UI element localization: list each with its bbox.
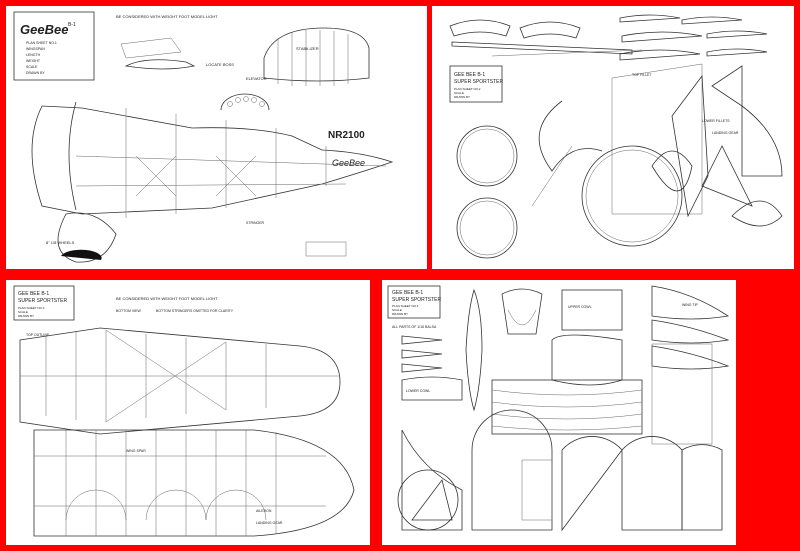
title-line: PLAN SHEET NO.1 bbox=[26, 41, 57, 45]
note: UPPER COWL bbox=[568, 305, 592, 309]
former bbox=[456, 125, 518, 187]
title-line: SCALE bbox=[18, 310, 28, 314]
title-block bbox=[13, 285, 75, 321]
label: WING SPAR bbox=[126, 449, 146, 453]
title-line: DRAWN BY bbox=[18, 314, 34, 318]
title-block bbox=[13, 11, 95, 81]
plan-sheet-3: GEE BEE B-1 SUPER SPORTSTER PLAN SHEET N… bbox=[6, 280, 370, 545]
label: ELEVATOR bbox=[246, 76, 267, 81]
tire bbox=[61, 249, 102, 260]
wood-sheet bbox=[491, 379, 643, 435]
wing-plan: WING SPAR AILERON LANDING GEAR bbox=[33, 429, 355, 537]
title-line: DRAWN BY bbox=[454, 95, 470, 99]
title-line: SCALE bbox=[454, 91, 464, 95]
fuselage-script: GeeBee bbox=[332, 158, 365, 168]
subtitle: SUPER SPORTSTER bbox=[392, 297, 441, 303]
logo-sub: B-1 bbox=[68, 22, 76, 28]
logo: GeeBee bbox=[20, 22, 68, 37]
title-block bbox=[387, 285, 441, 319]
note: WING TIP bbox=[682, 303, 699, 307]
note: ALL PARTS OF 1/16 BALSA bbox=[392, 325, 437, 329]
note: LOWER FILLETS bbox=[702, 119, 730, 123]
sub-note: BOTTOM STRINGERS OMITTED FOR CLARITY bbox=[156, 309, 234, 313]
top-note: BE CONSIDERED WITH WEIGHT FOOT MODEL LIG… bbox=[116, 14, 218, 19]
title-line: DRAWN BY bbox=[392, 312, 408, 316]
label: LOCATE BOSS bbox=[206, 62, 234, 67]
plan-sheet-4: GEE BEE B-1 SUPER SPORTSTER PLAN SHEET N… bbox=[382, 280, 736, 545]
title: GEE BEE B-1 bbox=[18, 291, 49, 297]
fuselage-top-view: TOP OUTLINE bbox=[19, 327, 341, 435]
label: AILERON bbox=[256, 509, 272, 513]
subtitle: SUPER SPORTSTER bbox=[18, 298, 67, 304]
title-block bbox=[449, 65, 503, 103]
note: LANDING GEAR bbox=[712, 131, 739, 135]
title-line: PLAN SHEET NO.4 bbox=[392, 304, 419, 308]
title-line: WEIGHT bbox=[26, 59, 41, 63]
note: TOP FILLET bbox=[632, 73, 652, 77]
wheel-note: 8" 1/8 WHEELS bbox=[46, 240, 75, 245]
label: TOP OUTLINE bbox=[26, 333, 50, 337]
title-line: SCALE bbox=[26, 65, 38, 69]
top-note: BE CONSIDERED WITH WEIGHT FOOT MODEL LIG… bbox=[116, 296, 218, 301]
plan-sheet-1: GeeBee B-1 PLAN SHEET NO.1 WINGSPAN LENG… bbox=[6, 6, 427, 269]
title: GEE BEE B-1 bbox=[454, 72, 485, 78]
former bbox=[456, 197, 518, 259]
label: LANDING GEAR bbox=[256, 521, 283, 525]
vertical-fin: STABILIZER bbox=[263, 27, 370, 86]
note: LOWER COWL bbox=[406, 389, 430, 393]
cowl-ring bbox=[581, 145, 683, 247]
fuselage-side-view: NR2100 GeeBee STRINGER bbox=[31, 101, 394, 225]
title-line: WINGSPAN bbox=[26, 47, 45, 51]
title-line: LENGTH bbox=[26, 53, 41, 57]
title-line: PLAN SHEET NO.3 bbox=[18, 306, 45, 310]
title: GEE BEE B-1 bbox=[392, 290, 423, 296]
title-line: DRAWN BY bbox=[26, 71, 45, 75]
title-line: SCALE bbox=[392, 308, 402, 312]
title-line: PLAN SHEET NO.2 bbox=[454, 87, 481, 91]
label: STRINGER bbox=[246, 221, 265, 225]
sub-note: BOTTOM VIEW bbox=[116, 309, 142, 313]
label: STABILIZER bbox=[296, 46, 319, 51]
registration: NR2100 bbox=[328, 130, 365, 141]
plan-sheet-2: GEE BEE B-1 SUPER SPORTSTER PLAN SHEET N… bbox=[432, 6, 794, 269]
subtitle: SUPER SPORTSTER bbox=[454, 79, 503, 85]
